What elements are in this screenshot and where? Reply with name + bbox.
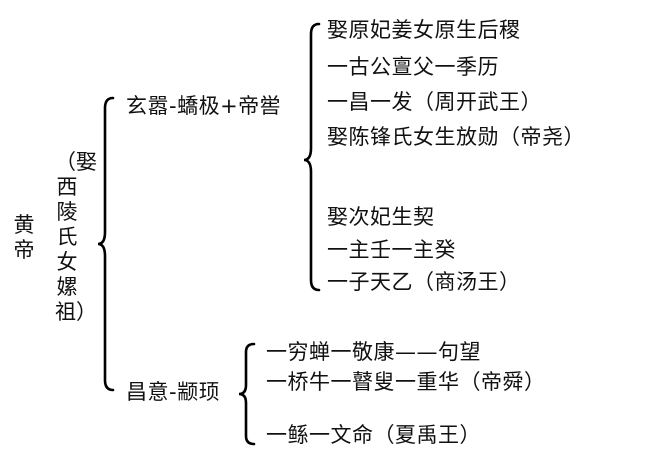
list-item: 娶原妃姜女原生后稷: [327, 18, 521, 42]
list-item: 一古公亶父一季历: [327, 55, 499, 79]
branch-xuanxiao: 玄嚣-蟜极+帝喾: [126, 94, 282, 118]
root-spouse: （娶西陵氏女嫘祖）: [55, 150, 97, 324]
root-name: 黄帝: [13, 213, 35, 262]
list-item: 一桥牛一瞽叟一重华（帝舜）: [266, 370, 546, 394]
list-item: 一鲧一文命（夏禹王）: [266, 423, 481, 447]
list-item: 一昌一发（周开武王）: [327, 90, 542, 114]
branch-changyi: 昌意-颛顼: [126, 380, 221, 404]
list-item: 娶陈锋氏女生放勋（帝尧）: [327, 125, 585, 149]
upper-brace: [303, 22, 321, 292]
root-brace: [97, 96, 115, 392]
list-item: 一子天乙（商汤王）: [327, 270, 521, 294]
list-item: 一主壬一主癸: [327, 238, 456, 262]
lower-brace: [238, 342, 256, 446]
list-item: 一穷蝉一敬康——句望: [266, 340, 481, 364]
list-item: 娶次妃生契: [327, 205, 435, 229]
